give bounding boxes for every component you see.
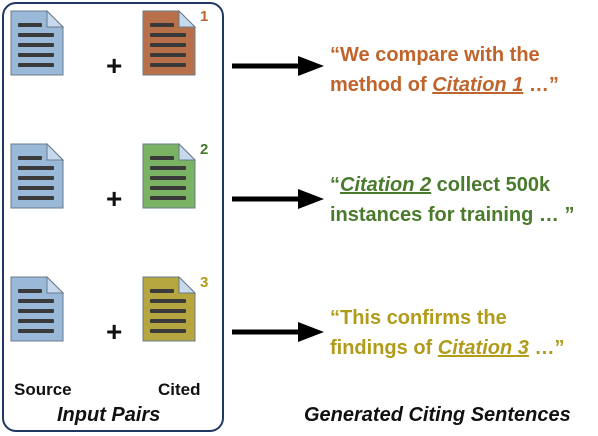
citation-number: 3 [200, 274, 209, 291]
source-document-icon [10, 10, 64, 76]
sentence-line: method of Citation 1 …” [330, 74, 559, 96]
plus-sign: + [106, 183, 123, 214]
sentence-line: “This confirms the [330, 307, 507, 329]
input-pairs-panel [2, 2, 224, 432]
citation-link: Citation 2 [340, 174, 432, 196]
sentence-line: “Citation 2 collect 500k [330, 174, 551, 196]
cited-document-icon [142, 276, 196, 342]
source-document-icon [10, 276, 64, 342]
cited-document-icon [142, 10, 196, 76]
sentence-line: “We compare with the [330, 44, 540, 66]
citing-sentence-3: “This confirms the findings of Citation … [330, 303, 564, 363]
citing-sentence-2: “Citation 2 collect 500k instances for t… [330, 170, 574, 230]
citing-sentence-1: “We compare with the method of Citation … [330, 40, 559, 100]
right-arrow-icon [232, 322, 324, 342]
sentence-line: instances for training … ” [330, 204, 575, 226]
citation-number: 2 [200, 141, 209, 158]
cited-document-icon [142, 143, 196, 209]
cited-label: Cited [158, 380, 201, 399]
citation-number: 1 [200, 8, 209, 25]
sentence-line: findings of Citation 3 …” [330, 337, 565, 359]
citation-link: Citation 3 [437, 337, 529, 359]
plus-sign: + [106, 50, 123, 81]
right-arrow-icon [232, 189, 324, 209]
right-arrow-icon [232, 56, 324, 76]
generated-citing-sentences-caption: Generated Citing Sentences [304, 404, 571, 426]
source-label: Source [14, 380, 72, 399]
input-pairs-caption: Input Pairs [57, 404, 161, 426]
source-document-icon [10, 143, 64, 209]
plus-sign: + [106, 316, 123, 347]
citation-link: Citation 1 [432, 74, 524, 96]
